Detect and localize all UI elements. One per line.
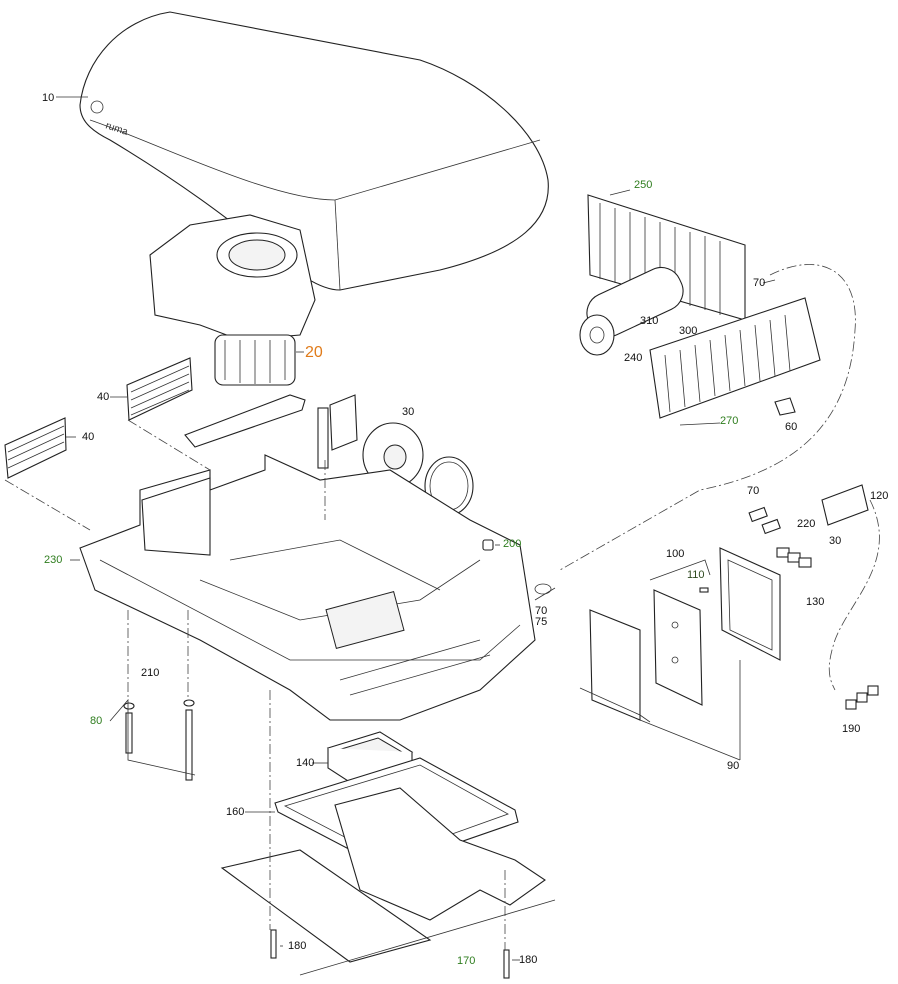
label-20: 20 <box>305 344 323 361</box>
label-70-connector: 70 <box>747 485 760 497</box>
cover-part: ruma <box>79 11 549 291</box>
label-200: 200 <box>503 538 522 550</box>
label-220: 220 <box>797 518 816 530</box>
mounting-parts <box>220 731 546 963</box>
screws <box>123 539 510 979</box>
sensor-coil <box>534 583 552 595</box>
label-270: 270 <box>720 415 739 427</box>
label-30-fan: 30 <box>402 406 415 418</box>
label-75: 75 <box>535 616 548 628</box>
label-240: 240 <box>624 352 643 364</box>
label-30-connector: 30 <box>829 535 842 547</box>
label-90: 90 <box>727 760 740 772</box>
fan-housing-part <box>149 214 316 386</box>
label-230: 230 <box>44 554 63 566</box>
label-60: 60 <box>785 421 798 433</box>
label-170: 170 <box>457 955 476 967</box>
motor-plate <box>184 394 306 448</box>
label-300: 300 <box>679 325 698 337</box>
label-10: 10 <box>42 92 55 104</box>
label-70-sensor: 70 <box>535 605 548 617</box>
label-40-left: 40 <box>82 431 95 443</box>
electronics-parts <box>579 547 781 723</box>
label-40-top: 40 <box>97 391 110 403</box>
label-130: 130 <box>806 596 825 608</box>
label-70-top: 70 <box>753 277 766 289</box>
label-180-right: 180 <box>519 954 538 966</box>
label-140: 140 <box>296 757 315 769</box>
label-100: 100 <box>666 548 685 560</box>
condenser-part <box>579 194 821 419</box>
label-250: 250 <box>634 179 653 191</box>
base-part <box>79 454 536 721</box>
label-190: 190 <box>842 723 861 735</box>
grille-parts <box>4 357 193 479</box>
label-120: 120 <box>870 490 889 502</box>
leader-lines <box>4 96 776 976</box>
fan-wheel-part <box>317 394 474 516</box>
label-210: 210 <box>141 667 160 679</box>
label-310: 310 <box>640 315 659 327</box>
label-180-left: 180 <box>288 940 307 952</box>
label-80: 80 <box>90 715 103 727</box>
label-110: 110 <box>687 569 705 581</box>
label-160: 160 <box>226 806 245 818</box>
connector-parts <box>748 484 879 710</box>
